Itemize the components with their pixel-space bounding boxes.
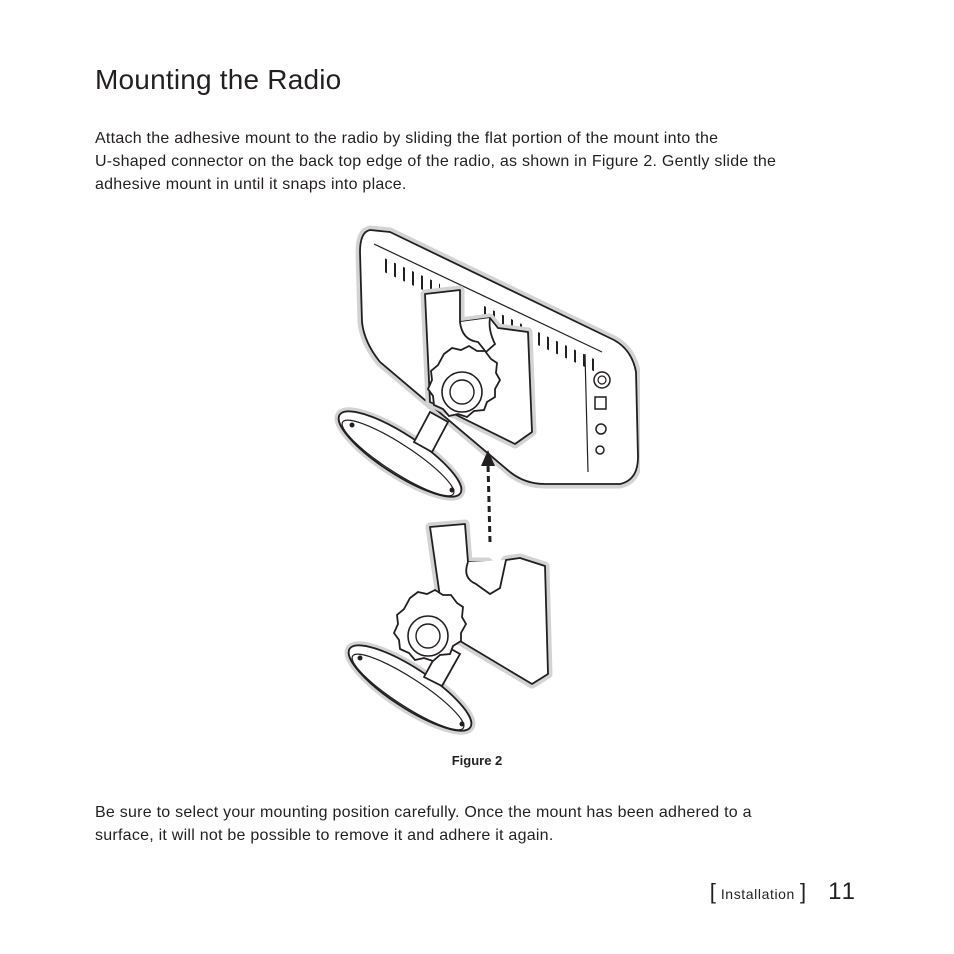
intro-paragraph: Attach the adhesive mount to the radio b… (95, 127, 875, 196)
radio-port (594, 396, 607, 410)
insertion-arrow (481, 450, 495, 543)
radio-jack (595, 423, 607, 435)
attached-mount (334, 285, 537, 501)
note-line: surface, it will not be possible to remo… (95, 827, 554, 844)
page-number: 11 (828, 878, 857, 905)
detached-mount (344, 519, 553, 735)
figure-caption: Figure 2 (451, 753, 503, 768)
section-name: Installation (720, 886, 795, 902)
intro-line: U-shaped connector on the back top edge … (95, 153, 777, 170)
bracket-close: ] (799, 879, 807, 904)
vent-slots (380, 256, 600, 374)
radio-jack (595, 445, 605, 455)
bracket-open: [ (709, 879, 716, 904)
mounting-illustration (334, 225, 640, 735)
note-line: Be sure to select your mounting position… (95, 804, 752, 821)
page-title: Mounting the Radio (95, 64, 342, 95)
radio-jack (593, 371, 611, 389)
intro-line: adhesive mount in until it snaps into pl… (95, 176, 407, 193)
note-paragraph: Be sure to select your mounting position… (95, 801, 875, 847)
page-footer: [ Installation ] 11 (710, 878, 857, 906)
intro-line: Attach the adhesive mount to the radio b… (95, 130, 719, 147)
